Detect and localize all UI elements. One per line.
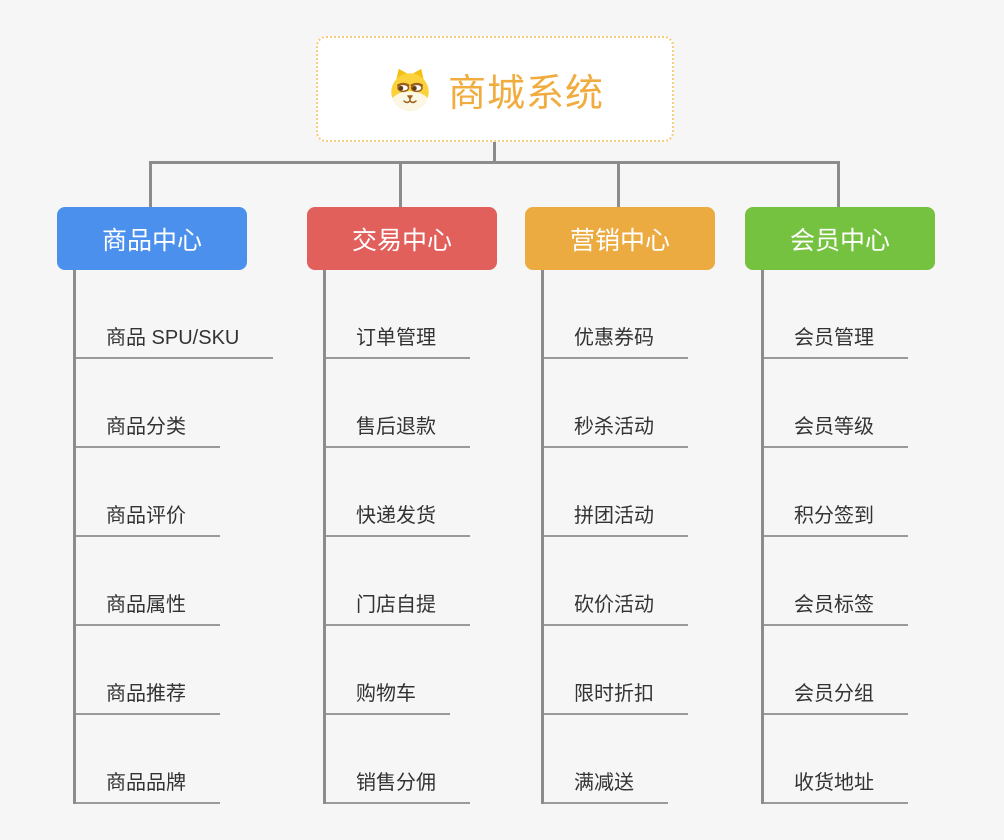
branch-children: 订单管理 售后退款 快递发货 门店自提 购物车 销售分佣 xyxy=(323,270,470,804)
leaf-node[interactable]: 积分签到 xyxy=(764,448,908,537)
leaf-label: 优惠券码 xyxy=(544,321,688,359)
leaf-node[interactable]: 会员分组 xyxy=(764,626,908,715)
branch-node-trade[interactable]: 交易中心 xyxy=(307,207,497,270)
leaf-node[interactable]: 销售分佣 xyxy=(326,715,470,804)
leaf-node[interactable]: 优惠券码 xyxy=(544,270,688,359)
branch-children: 商品 SPU/SKU 商品分类 商品评价 商品属性 商品推荐 商品品牌 xyxy=(73,270,274,804)
branch-node-marketing[interactable]: 营销中心 xyxy=(525,207,715,270)
leaf-label: 积分签到 xyxy=(764,499,908,537)
leaf-label: 会员等级 xyxy=(764,410,908,448)
leaf-label: 购物车 xyxy=(326,677,450,715)
leaf-node[interactable]: 满减送 xyxy=(544,715,688,804)
leaf-node[interactable]: 门店自提 xyxy=(326,537,470,626)
leaf-label: 会员标签 xyxy=(764,588,908,626)
branch-children: 优惠券码 秒杀活动 拼团活动 砍价活动 限时折扣 满减送 xyxy=(541,270,688,804)
leaf-label: 砍价活动 xyxy=(544,588,688,626)
leaf-label: 会员分组 xyxy=(764,677,908,715)
leaf-node[interactable]: 限时折扣 xyxy=(544,626,688,715)
leaf-label: 会员管理 xyxy=(764,321,908,359)
root-title: 商城系统 xyxy=(447,72,604,115)
leaf-node[interactable]: 会员等级 xyxy=(764,359,908,448)
leaf-node[interactable]: 商品评价 xyxy=(76,448,273,537)
leaf-label: 订单管理 xyxy=(326,321,470,359)
leaf-label: 快递发货 xyxy=(326,499,470,537)
leaf-node[interactable]: 收货地址 xyxy=(764,715,908,804)
leaf-label: 门店自提 xyxy=(326,588,470,626)
dog-face-icon xyxy=(391,68,429,111)
connector-drop-2 xyxy=(399,161,402,207)
leaf-node[interactable]: 商品属性 xyxy=(76,537,273,626)
leaf-node[interactable]: 拼团活动 xyxy=(544,448,688,537)
connector-drop-4 xyxy=(837,161,840,207)
leaf-node[interactable]: 售后退款 xyxy=(326,359,470,448)
leaf-node[interactable]: 秒杀活动 xyxy=(544,359,688,448)
branch-column-member: 会员中心 会员管理 会员等级 积分签到 会员标签 会员分组 收货地址 xyxy=(745,207,935,804)
leaf-label: 售后退款 xyxy=(326,410,470,448)
leaf-node[interactable]: 商品品牌 xyxy=(76,715,273,804)
branch-column-marketing: 营销中心 优惠券码 秒杀活动 拼团活动 砍价活动 限时折扣 满减送 xyxy=(525,207,715,804)
leaf-node[interactable]: 商品推荐 xyxy=(76,626,273,715)
leaf-node[interactable]: 会员标签 xyxy=(764,537,908,626)
leaf-node[interactable]: 商品分类 xyxy=(76,359,273,448)
leaf-label: 秒杀活动 xyxy=(544,410,688,448)
connector-drop-1 xyxy=(149,161,152,207)
leaf-node[interactable]: 订单管理 xyxy=(326,270,470,359)
connector-cross-bar xyxy=(149,161,840,164)
branch-node-member[interactable]: 会员中心 xyxy=(745,207,935,270)
branch-node-product[interactable]: 商品中心 xyxy=(57,207,247,270)
leaf-label: 商品评价 xyxy=(76,499,220,537)
leaf-label: 商品推荐 xyxy=(76,677,220,715)
leaf-node[interactable]: 商品 SPU/SKU xyxy=(76,270,274,359)
leaf-label: 满减送 xyxy=(544,766,668,804)
connector-drop-3 xyxy=(617,161,620,207)
leaf-node[interactable]: 砍价活动 xyxy=(544,537,688,626)
branch-column-product: 商品中心 商品 SPU/SKU 商品分类 商品评价 商品属性 商品推荐 商品品牌 xyxy=(57,207,274,804)
leaf-node[interactable]: 快递发货 xyxy=(326,448,470,537)
leaf-node[interactable]: 会员管理 xyxy=(764,270,908,359)
leaf-label: 拼团活动 xyxy=(544,499,688,537)
root-node[interactable]: 商城系统 xyxy=(316,36,674,142)
leaf-label: 商品品牌 xyxy=(76,766,220,804)
connector-root-stem xyxy=(493,142,496,163)
branch-column-trade: 交易中心 订单管理 售后退款 快递发货 门店自提 购物车 销售分佣 xyxy=(307,207,497,804)
leaf-label: 销售分佣 xyxy=(326,766,470,804)
leaf-label: 收货地址 xyxy=(764,766,908,804)
leaf-label: 限时折扣 xyxy=(544,677,688,715)
leaf-node[interactable]: 购物车 xyxy=(326,626,470,715)
branch-children: 会员管理 会员等级 积分签到 会员标签 会员分组 收货地址 xyxy=(761,270,908,804)
leaf-label: 商品属性 xyxy=(76,588,220,626)
leaf-label: 商品分类 xyxy=(76,410,220,448)
leaf-label: 商品 SPU/SKU xyxy=(76,321,274,359)
